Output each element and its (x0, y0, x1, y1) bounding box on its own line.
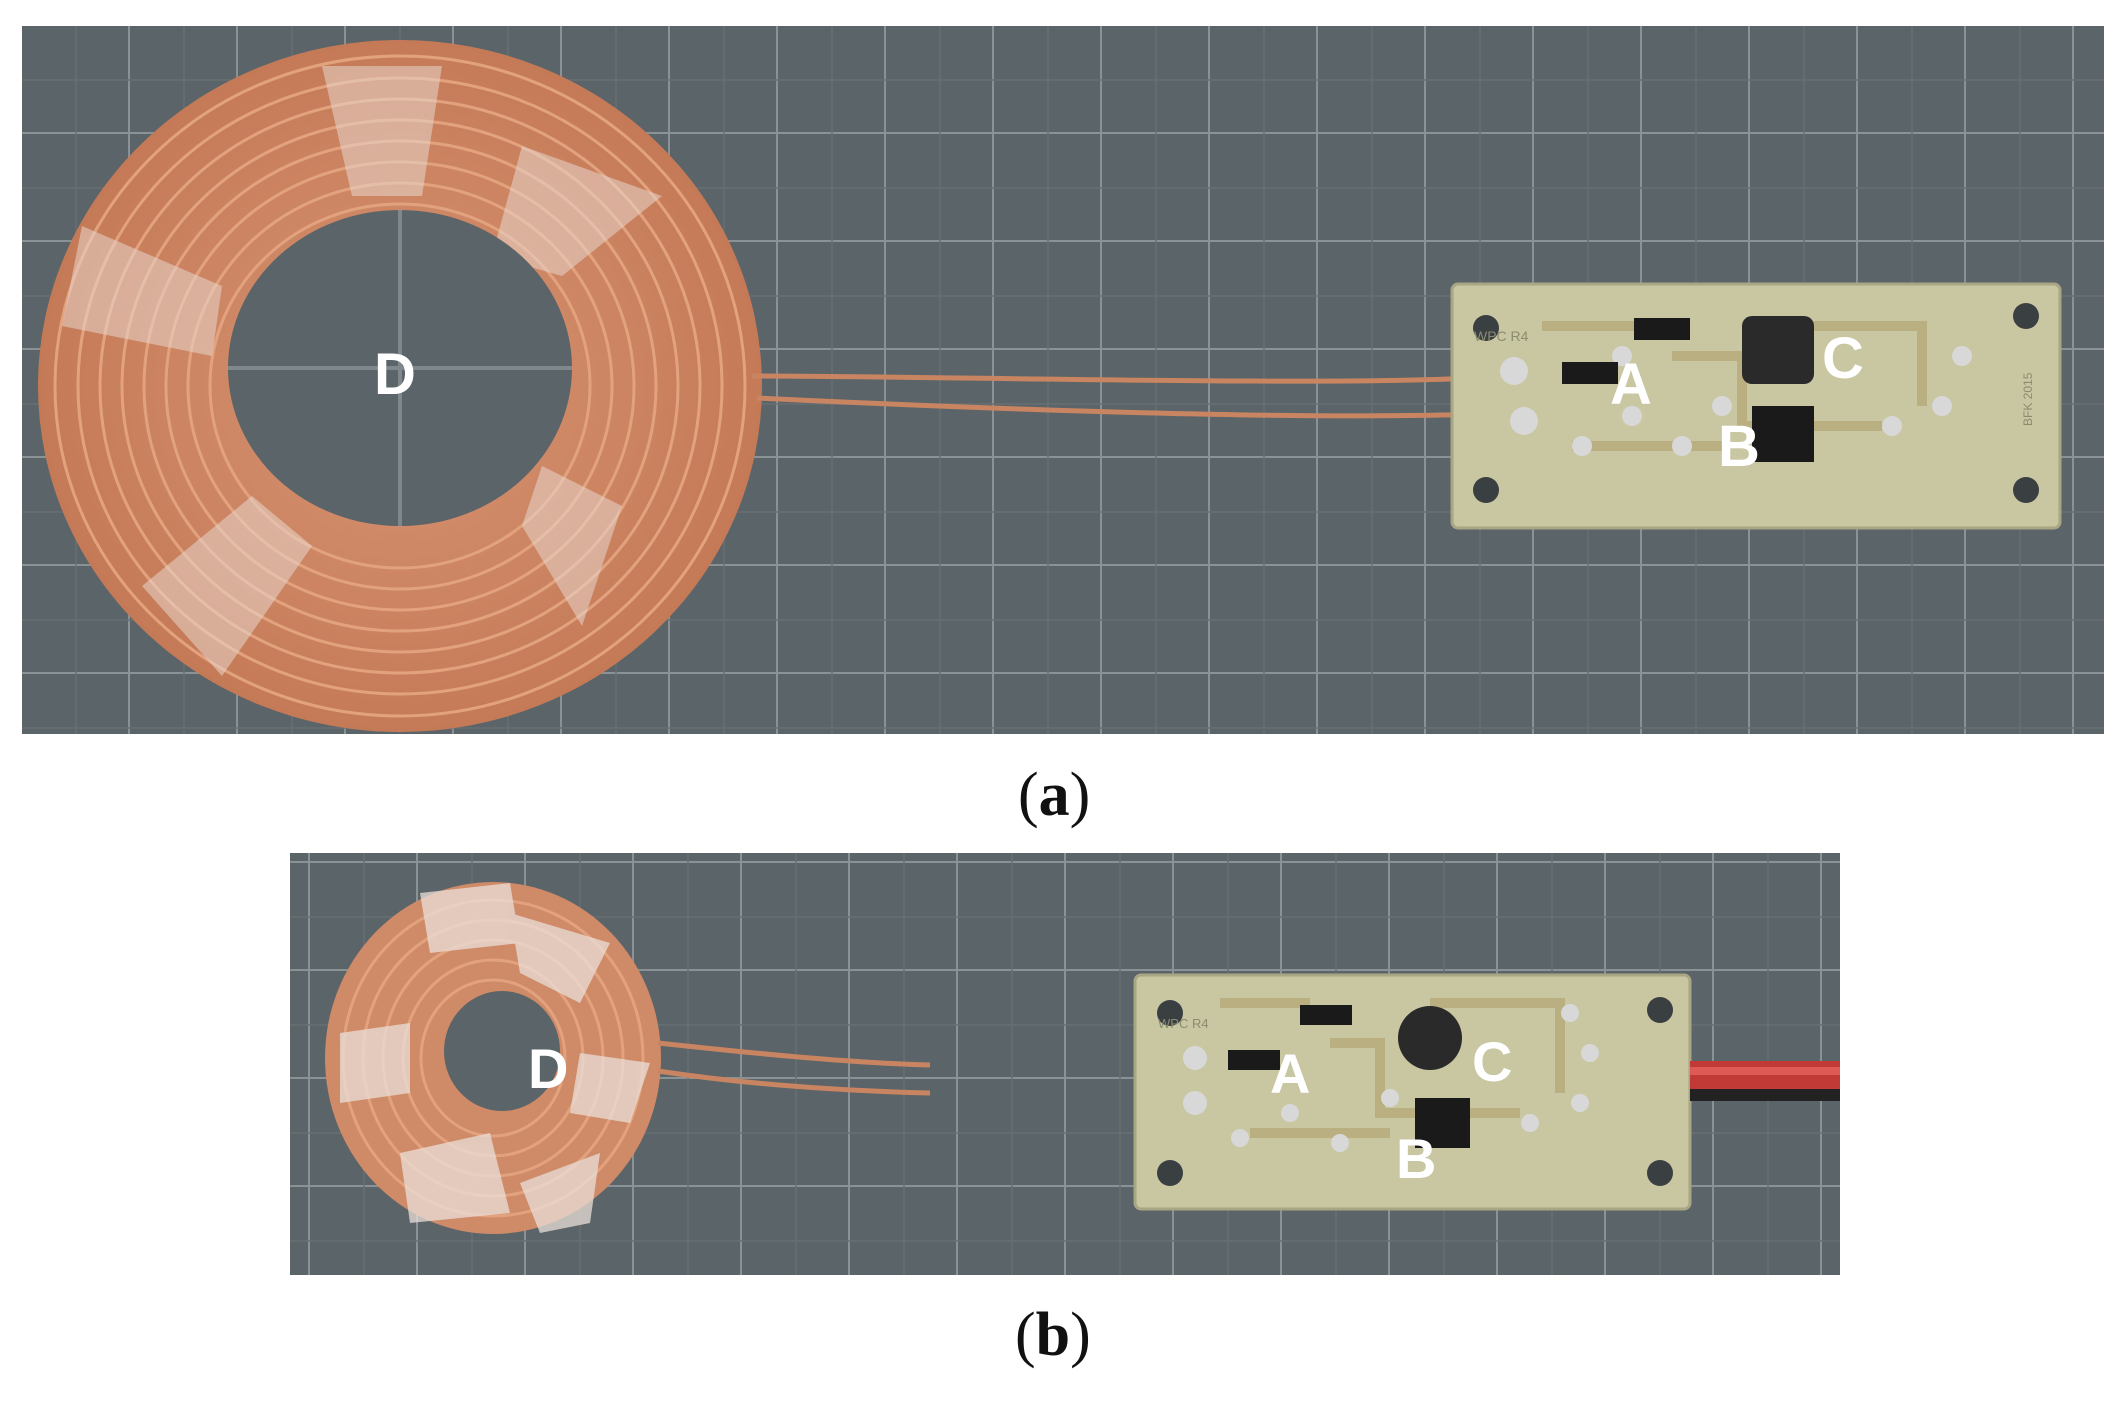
coil-a (38, 40, 762, 732)
label-a-a: A (1610, 352, 1652, 417)
pcb-b-silkscreen-left: WPC R4 (1158, 1016, 1209, 1031)
coil-b-leads (657, 1040, 931, 1096)
coil-b-center-hole (444, 991, 560, 1111)
component-b-part (1752, 406, 1814, 462)
pcb-a-silkscreen-left: WPC R4 (1474, 328, 1529, 344)
component-b-part-b (1415, 1098, 1470, 1148)
label-b-a: B (1718, 414, 1760, 479)
label-a-b: A (1270, 1042, 1310, 1105)
caption-b: (b) (1015, 1301, 1091, 1369)
label-d-b: D (528, 1037, 568, 1100)
component-a-part-b (1228, 1050, 1280, 1070)
component-c-part-b (1398, 1006, 1462, 1070)
photo-a-svg: WPC R4 BFK 2015 D A B C (22, 26, 2104, 734)
label-d-a: D (374, 342, 416, 407)
label-b-b: B (1396, 1127, 1436, 1190)
pcb-a-silkscreen-right: BFK 2015 (2021, 372, 2035, 426)
photo-b-svg: WPC R4 D A B C (290, 853, 1840, 1275)
label-c-b: C (1472, 1030, 1512, 1093)
component-c-part (1742, 316, 1814, 384)
coil-b (325, 882, 661, 1234)
coil-a-leads (751, 373, 1483, 419)
pcb-b: WPC R4 (1133, 973, 1692, 1211)
component-a-part (1562, 362, 1618, 384)
photo-panel-b: WPC R4 D A B C (290, 853, 1840, 1275)
label-c-a: C (1822, 326, 1864, 391)
pcb-a: WPC R4 BFK 2015 (1450, 282, 2062, 530)
caption-a: (a) (1018, 761, 1091, 829)
power-cable-b (1690, 1061, 1840, 1101)
photo-panel-a: WPC R4 BFK 2015 D A B C (22, 26, 2104, 734)
